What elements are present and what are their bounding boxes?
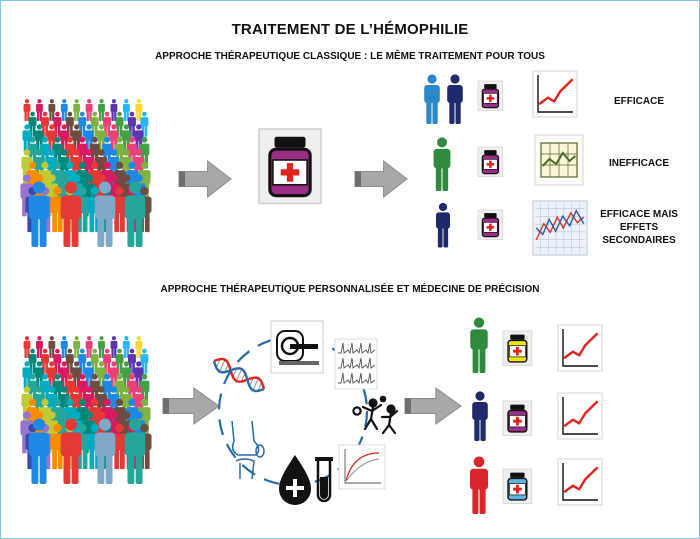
figure-title: TRAITEMENT DE L’HÉMOPHILIE — [231, 21, 469, 38]
chart-frame — [557, 458, 603, 506]
cross-icon — [513, 349, 522, 353]
scanner-table — [290, 344, 318, 349]
cross-icon — [286, 486, 304, 490]
athlete-head — [386, 404, 396, 414]
upward-trend-line — [563, 332, 599, 360]
ball — [379, 395, 387, 403]
signal-trace — [338, 357, 376, 370]
athlete-leg — [387, 423, 397, 435]
racket-head — [352, 406, 362, 416]
knee-joint-icon — [231, 420, 265, 480]
flat-trend-line — [541, 151, 576, 167]
test-tube-fluid — [320, 477, 328, 499]
medicine-jar-icon — [258, 128, 322, 205]
jar-lid — [484, 84, 497, 89]
signal-trace — [338, 372, 376, 385]
chart-axes — [562, 463, 598, 501]
classic-approach-heading: APPROCHE THÉRAPEUTIQUE CLASSIQUE : LE MÊ… — [155, 51, 545, 62]
right-arrow-icon — [354, 159, 408, 199]
femur — [231, 420, 260, 456]
response-curve-icon — [338, 444, 386, 490]
cross-icon — [513, 419, 522, 423]
dna-rung — [219, 359, 226, 372]
outcome-effective-label: EFFICACE — [614, 96, 664, 107]
signal-trace — [338, 342, 376, 355]
chart-axes — [537, 75, 573, 113]
medicine-jar-icon — [477, 80, 504, 112]
right-arrow-icon — [178, 159, 232, 199]
person-icon — [469, 456, 489, 514]
curve-axes — [344, 449, 381, 484]
patient-crowd-precision — [20, 336, 152, 484]
right-arrow-icon — [404, 387, 462, 425]
athlete-arms — [380, 409, 399, 419]
jar-lid — [510, 334, 525, 340]
precision-approach-heading: APPROCHE THÉRAPEUTIQUE PERSONNALISÉE ET … — [160, 284, 540, 295]
cross-icon — [486, 97, 495, 100]
curve-line — [345, 452, 380, 482]
right-arrow-icon — [162, 387, 220, 425]
test-tube-rim — [315, 457, 333, 461]
athlete-arms — [361, 403, 383, 413]
scanner-base — [279, 361, 319, 365]
jar-lid — [484, 150, 497, 155]
flow-arrows — [162, 159, 462, 425]
person-icon — [435, 202, 451, 248]
chart-frame — [557, 324, 603, 372]
patella — [255, 444, 265, 458]
precision-medicine-cycle — [212, 320, 399, 505]
medicine-jar-icon — [502, 330, 533, 366]
arrow-tail — [405, 398, 411, 414]
medicine-jar-icon — [502, 400, 533, 436]
volatile-trend-line — [535, 209, 585, 236]
medicine-jar-icon — [502, 468, 533, 504]
test-tube-icon — [316, 461, 332, 503]
arrow-tail — [355, 171, 361, 187]
medicine-jar-icon — [477, 146, 504, 178]
dna-rung — [252, 378, 259, 391]
outcome-ineffective-label: INEFFICACE — [609, 158, 669, 169]
dna-strand — [212, 360, 265, 393]
person-icon — [424, 74, 440, 124]
outcome-patients — [424, 74, 489, 514]
chart-axes — [562, 329, 598, 367]
dna-strand — [213, 357, 266, 390]
sports-activity-icon — [352, 395, 399, 435]
patient-crowd-classic — [20, 99, 152, 247]
medicine-jar-icon — [477, 209, 504, 241]
upward-trend-line — [538, 78, 574, 106]
chart-axes — [562, 397, 598, 435]
curve-line — [345, 458, 380, 482]
jar-lid — [484, 213, 497, 218]
chart-frame — [557, 392, 603, 440]
cross-icon — [486, 163, 495, 166]
jar-lid — [510, 404, 525, 410]
outcome-side-effects-label: EFFICACE MAIS EFFETS SECONDAIRES — [600, 209, 678, 246]
person-icon — [447, 74, 463, 124]
upward-trend-line — [563, 400, 599, 428]
athlete-leg — [369, 417, 379, 431]
person-icon — [472, 391, 488, 441]
upward-trend-line — [563, 466, 599, 494]
arrow-tail — [163, 398, 169, 414]
medication-jars — [258, 80, 533, 504]
trend-charts — [532, 70, 603, 506]
person-icon — [470, 317, 488, 373]
arrow-tail — [179, 171, 185, 187]
athlete-head — [368, 398, 378, 408]
jar-lid — [274, 136, 306, 148]
chart-frame — [532, 70, 578, 118]
dna-rung — [235, 368, 243, 382]
person-icon — [433, 137, 451, 191]
tibia — [235, 458, 255, 480]
cross-icon — [280, 169, 300, 176]
cross-icon — [486, 226, 495, 229]
cross-icon — [513, 487, 522, 491]
jar-lid — [510, 472, 525, 478]
